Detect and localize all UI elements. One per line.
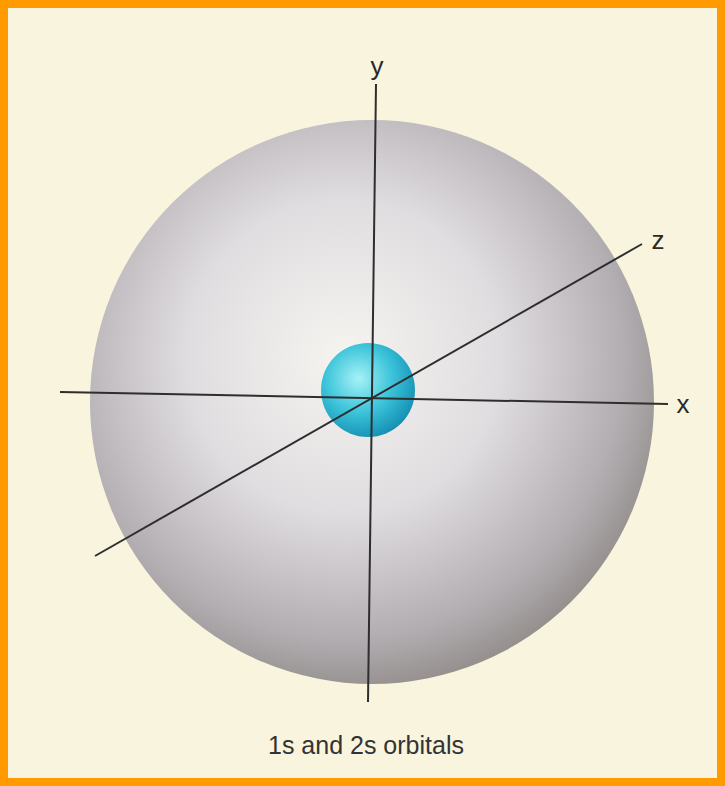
orbital-illustration	[8, 8, 717, 778]
axis-label: z	[652, 227, 665, 253]
y-axis	[368, 84, 376, 702]
caption: 1s and 2s orbitals	[268, 733, 464, 758]
background-panel: y x z 1s and 2s orbitals	[8, 8, 717, 778]
axis-label: x	[677, 391, 690, 417]
1s-orbital-sphere	[321, 343, 415, 437]
z-axis	[95, 244, 642, 556]
axis-label: y	[371, 53, 384, 79]
